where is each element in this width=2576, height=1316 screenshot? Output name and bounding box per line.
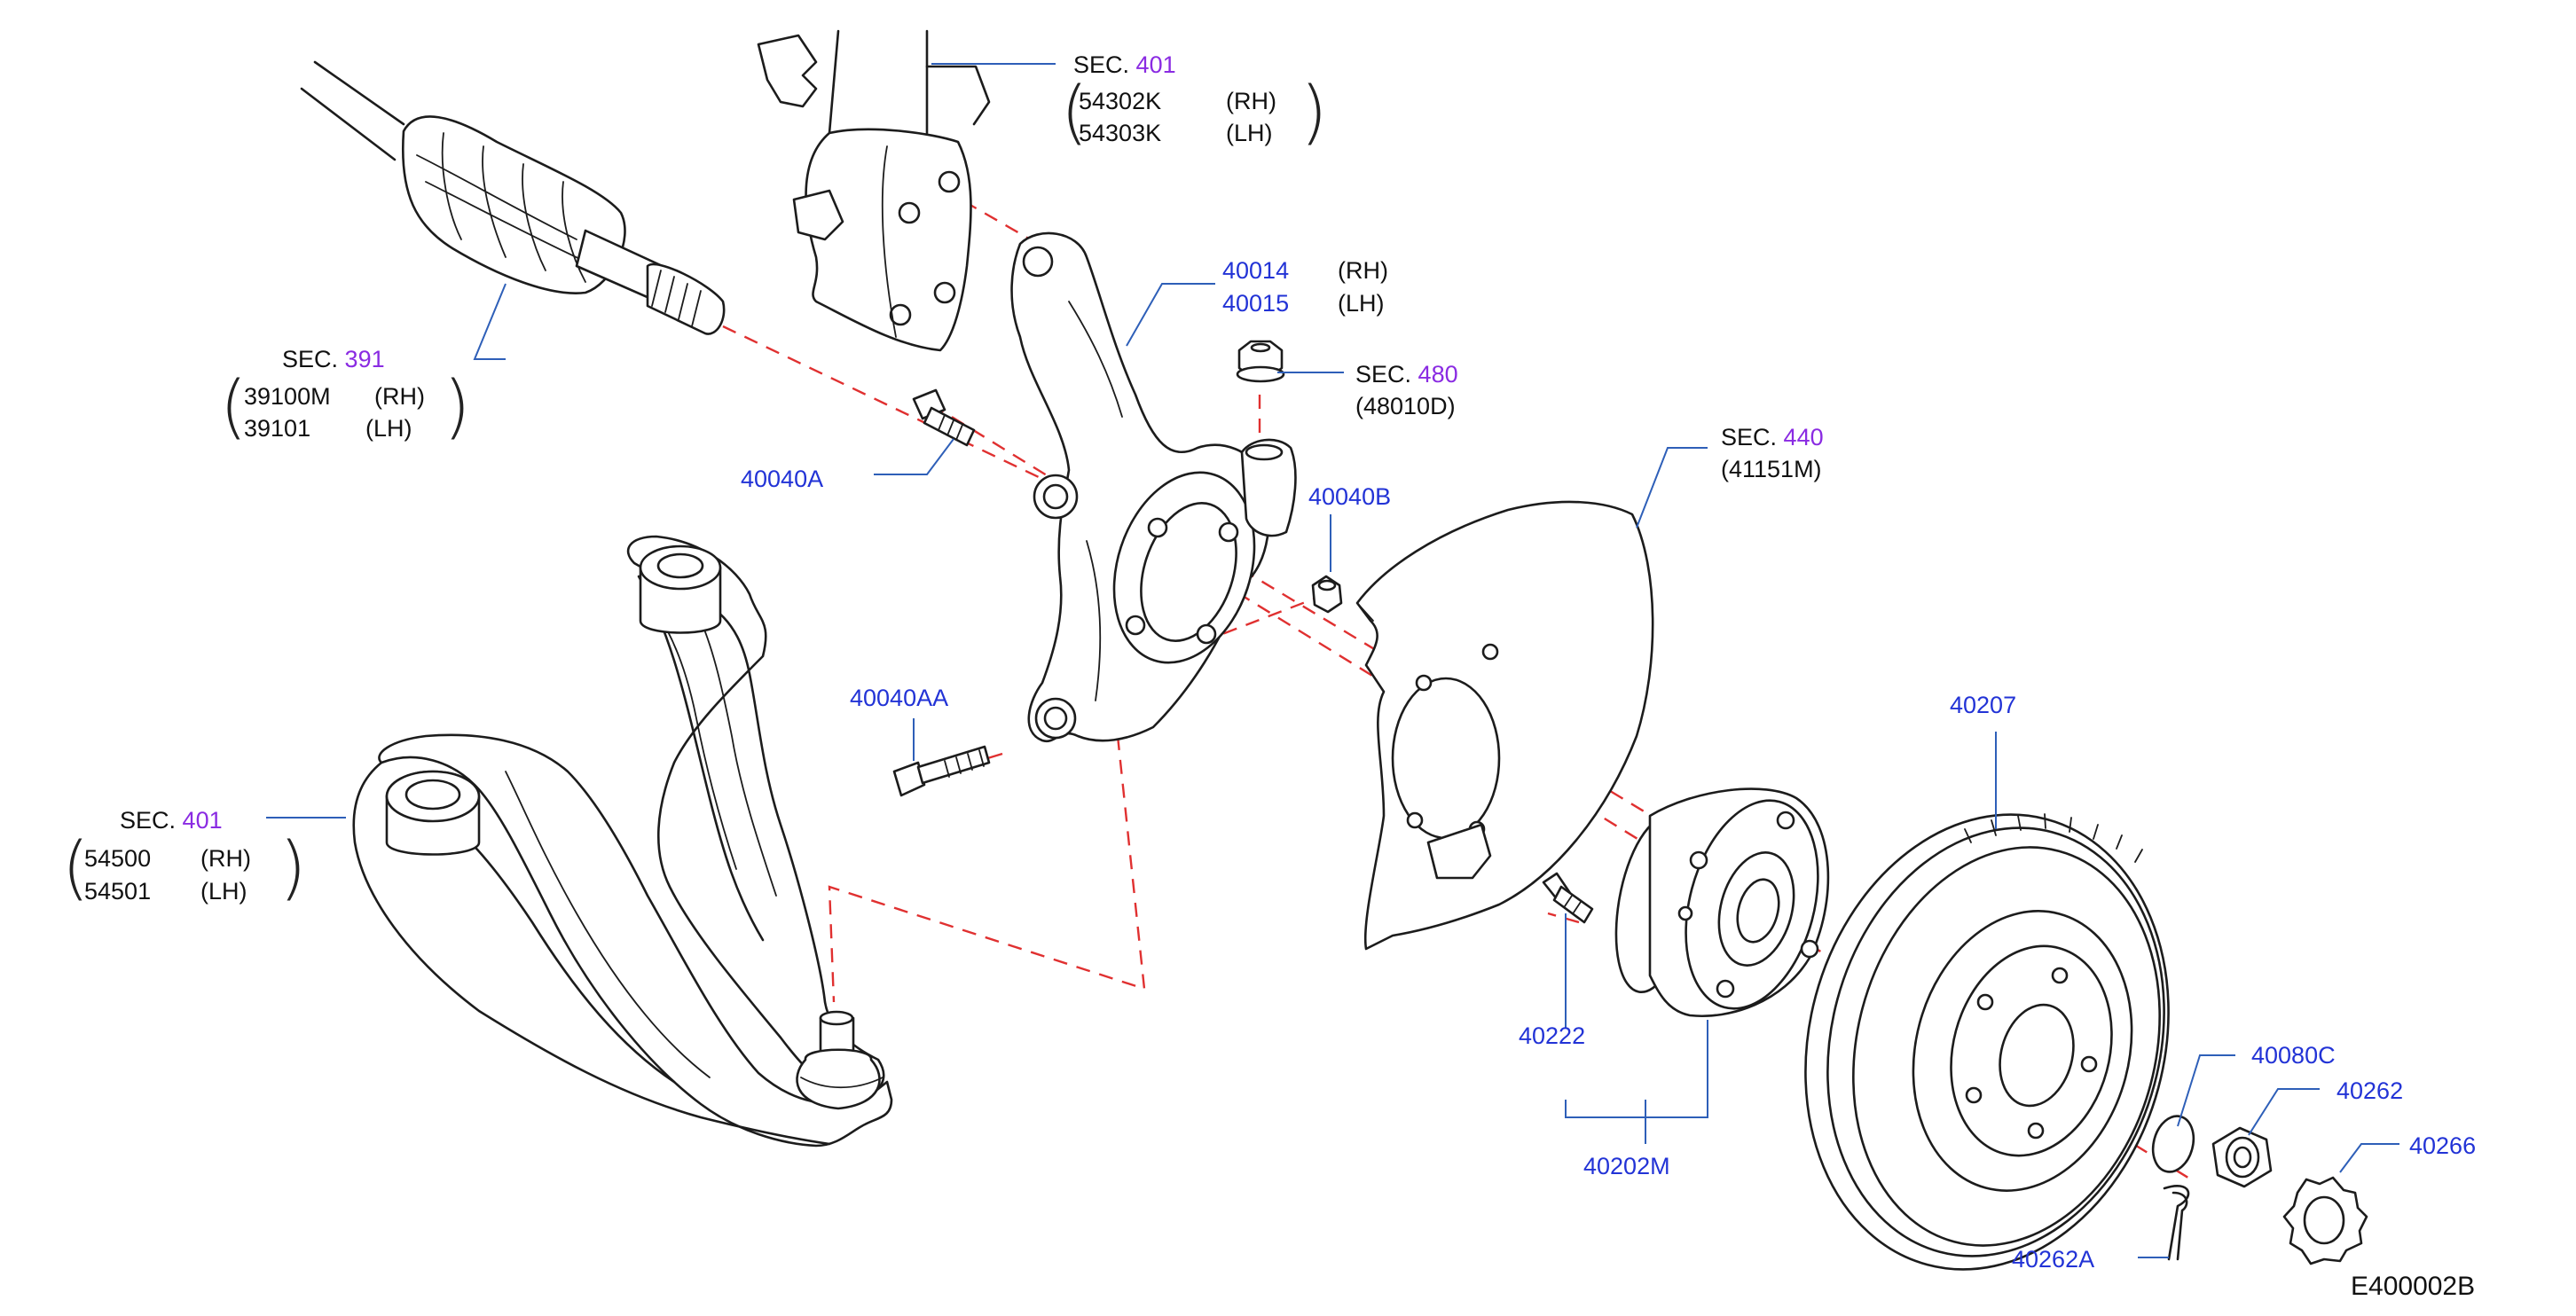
leader-lines [266,63,2399,1258]
close-paren: ) [444,367,471,447]
driveshaft-part-rh: 39100M [244,383,331,410]
part-40262a[interactable]: 40262A [2012,1246,2095,1273]
driveshaft-sec-number[interactable]: 391 [344,346,385,372]
part-40040a[interactable]: 40040A [741,466,824,492]
strut-sec-number[interactable]: 401 [1135,51,1176,78]
knuckle-rh: (RH) [1338,257,1388,284]
hub-nut-40262 [2211,1126,2273,1188]
brake-rotor [1804,813,2170,1271]
backing-plate-sec-number[interactable]: 440 [1783,424,1824,450]
backing-plate-callout: SEC. 440 [1721,424,1824,450]
diagram-id: E400002B [2351,1272,2476,1301]
part-40040aa[interactable]: 40040AA [850,685,949,711]
close-paren: ) [279,828,307,908]
open-paren: ( [220,367,247,447]
part-40080c[interactable]: 40080C [2251,1042,2336,1069]
part-40222[interactable]: 40222 [1519,1022,1586,1049]
backing-plate-part: (41151M) [1721,456,1822,482]
strut-assembly [757,29,991,352]
knuckle-part-rh[interactable]: 40014 [1222,257,1290,284]
lower-arm-sec-number[interactable]: 401 [182,807,223,834]
part-40207[interactable]: 40207 [1950,692,2017,718]
part-40262[interactable]: 40262 [2336,1077,2404,1104]
nut-sec480 [1236,340,1285,383]
drive-shaft [300,60,726,335]
tierod-nut-sec-number[interactable]: 480 [1418,361,1458,388]
driveshaft-rh: (RH) [374,383,425,410]
bolt-40040a [912,388,976,447]
open-paren: ( [62,828,90,908]
part-40040b[interactable]: 40040B [1308,483,1392,510]
strut-rh: (RH) [1226,88,1276,114]
strut-lh: (LH) [1226,120,1273,146]
steering-knuckle [1010,231,1297,743]
driveshaft-part-lh: 39101 [244,415,311,442]
close-paren: ) [1300,73,1328,153]
strut-part-lh: 54303K [1079,120,1162,146]
sec-label: SEC. [1721,424,1778,450]
backing-plate [1355,500,1654,951]
part-40266[interactable]: 40266 [2409,1132,2477,1159]
open-paren: ( [1061,73,1088,153]
driveshaft-lh: (LH) [365,415,412,442]
sec-label: SEC. [282,346,339,372]
grease-cap-40080c [2151,1115,2195,1173]
hub-bearing [1614,787,1830,1018]
sec-label: SEC. [1073,51,1130,78]
sec-label: SEC. [1355,361,1412,388]
driveshaft-callout: SEC. 391 [282,346,385,372]
sec-label: SEC. [120,807,177,834]
strut-callout: SEC. 401 [1073,51,1176,78]
strut-part-rh: 54302K [1079,88,1162,114]
cotter-pin-40262a [2163,1185,2190,1261]
knuckle-part-lh[interactable]: 40015 [1222,290,1290,317]
nut-40040b [1311,575,1343,614]
lower-arm-rh: (RH) [200,845,251,872]
tierod-nut-callout: SEC. 480 [1355,361,1458,388]
hub-bolt-40222 [1542,872,1594,924]
lower-arm-lh: (LH) [200,878,247,905]
lower-arm-part-rh: 54500 [84,845,152,872]
lower-arm-part-lh: 54501 [84,878,152,905]
bolt-40040aa [892,745,991,797]
part-40202m[interactable]: 40202M [1583,1153,1670,1179]
lower-arm-callout: SEC. 401 [120,807,223,834]
knuckle-lh: (LH) [1338,290,1385,317]
tierod-nut-part: (48010D) [1355,393,1456,419]
lock-cap-40266 [2282,1176,2368,1265]
lower-control-arm [352,535,893,1148]
